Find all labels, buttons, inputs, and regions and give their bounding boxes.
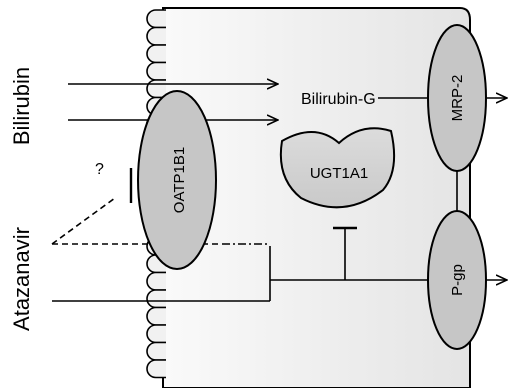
pgp-label: P-gp [449,264,466,296]
atazanavir-oatp-dashed-line [52,198,115,244]
microvillus [147,343,166,361]
microvillus [147,45,166,63]
microvillus [147,10,166,28]
microvillus [147,290,166,308]
microvillus [147,80,166,98]
atazanavir-label: Atazanavir [9,227,34,331]
question-mark-label: ? [95,161,104,178]
microvillus [147,308,166,326]
microvillus [147,360,166,378]
microvillus [147,28,166,46]
mrp2-label: MRP-2 [449,75,466,122]
ugt1a1-label: UGT1A1 [310,165,368,182]
oatp1b1-label: OATP1B1 [171,147,188,213]
microvillus [147,273,166,291]
bilirubin-g-label: Bilirubin-G [301,91,376,108]
microvillus [147,63,166,81]
bilirubin-label: Bilirubin [9,67,34,145]
microvillus [147,325,166,343]
